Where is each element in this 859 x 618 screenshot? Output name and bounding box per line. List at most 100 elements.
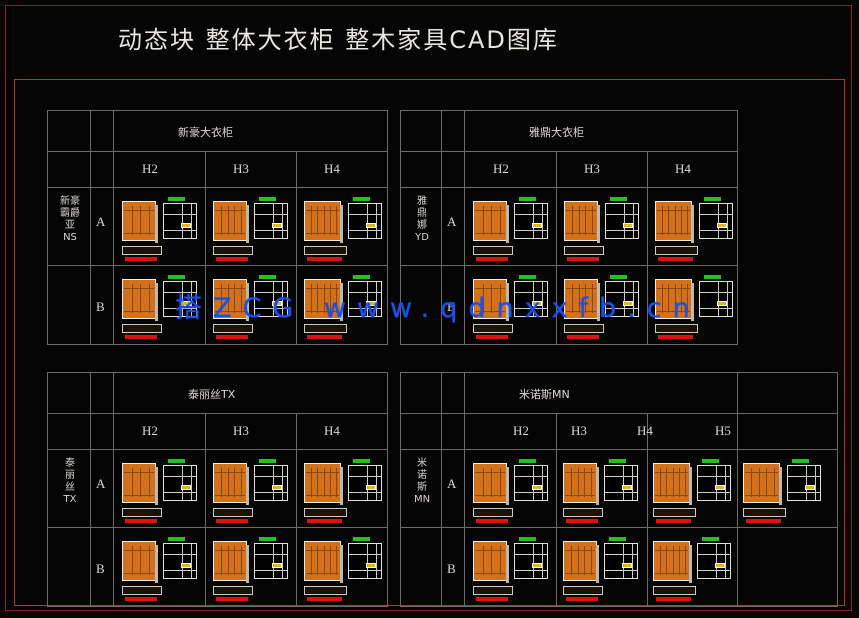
wardrobe-drawing[interactable] — [302, 271, 387, 343]
wardrobe-drawing[interactable] — [120, 271, 205, 343]
row-label-a: A — [96, 476, 106, 491]
wardrobe-drawing[interactable] — [561, 533, 645, 605]
door-rail — [124, 232, 154, 234]
door-divider — [228, 467, 229, 497]
column-header-h4: H4 — [637, 423, 653, 438]
shelf-line — [255, 292, 287, 293]
wardrobe-elevation — [213, 463, 249, 505]
wardrobe-interior-wireframe — [514, 281, 548, 317]
wardrobe-drawing[interactable] — [302, 533, 387, 605]
partition-line — [632, 466, 633, 500]
green-label-bar — [353, 459, 370, 463]
green-label-bar — [168, 537, 185, 541]
door-divider — [324, 283, 325, 313]
partition-line — [633, 204, 634, 238]
grid-line — [401, 527, 837, 528]
green-label-bar — [519, 537, 536, 541]
door-rail — [124, 550, 154, 552]
wardrobe-drawing[interactable] — [562, 271, 647, 343]
wardrobe-drawing[interactable] — [211, 533, 296, 605]
wardrobe-plan-view — [304, 324, 347, 333]
wardrobe-elevation — [473, 463, 509, 505]
door-rail — [306, 550, 339, 552]
shelf-line — [515, 570, 547, 571]
wardrobe-drawing[interactable] — [120, 455, 205, 527]
wardrobe-interior-wireframe — [604, 543, 638, 579]
door-rail — [565, 572, 595, 574]
yellow-note-tag — [717, 301, 727, 306]
column-header-h2: H2 — [493, 161, 509, 176]
wardrobe-drawing[interactable] — [651, 455, 735, 527]
wardrobe-plan-view — [653, 586, 696, 595]
partition-line — [623, 544, 624, 578]
elevation-shadow — [597, 283, 600, 321]
green-label-bar — [704, 275, 721, 279]
wardrobe-drawing[interactable] — [120, 533, 205, 605]
red-dimension-line — [658, 335, 693, 339]
door-rail — [475, 232, 505, 234]
partition-line — [376, 466, 377, 500]
wardrobe-drawing[interactable] — [302, 455, 387, 527]
wardrobe-drawing[interactable] — [211, 455, 296, 527]
shelf-line — [164, 570, 196, 571]
yellow-note-tag — [532, 563, 542, 568]
wardrobe-drawing[interactable] — [120, 193, 205, 265]
shelf-line — [515, 308, 547, 309]
wardrobe-drawing[interactable] — [471, 271, 556, 343]
door-divider — [330, 283, 331, 313]
partition-line — [191, 204, 192, 238]
wardrobe-drawing[interactable] — [653, 193, 738, 265]
wardrobe-elevation — [213, 201, 249, 243]
door-rail — [215, 572, 245, 574]
shelf-line — [698, 570, 730, 571]
red-dimension-line — [656, 597, 691, 601]
grid-line — [401, 413, 837, 414]
wardrobe-drawing[interactable] — [211, 193, 296, 265]
door-divider — [221, 467, 222, 497]
red-dimension-line — [567, 257, 599, 261]
wardrobe-plan-view — [122, 586, 162, 595]
door-rail — [215, 210, 245, 212]
door-divider — [221, 283, 222, 313]
door-divider — [584, 467, 585, 497]
wardrobe-drawing[interactable] — [471, 455, 555, 527]
door-divider — [571, 545, 572, 575]
wardrobe-interior-wireframe — [697, 543, 731, 579]
side-label-ns: 新豪 霸爵 亚 NS — [60, 196, 80, 243]
wardrobe-drawing[interactable] — [653, 271, 738, 343]
door-rail — [306, 232, 339, 234]
door-divider — [759, 467, 760, 497]
green-label-bar — [792, 459, 809, 463]
door-divider — [660, 467, 661, 497]
wardrobe-drawing[interactable] — [471, 533, 555, 605]
grid-line — [48, 449, 387, 450]
green-label-bar — [353, 275, 370, 279]
wardrobe-drawing[interactable] — [741, 455, 825, 527]
wardrobe-drawing[interactable] — [561, 455, 645, 527]
wardrobe-drawing[interactable] — [562, 193, 647, 265]
wardrobe-plan-view — [473, 324, 513, 333]
elevation-shadow — [246, 467, 249, 505]
wardrobe-interior-wireframe — [697, 465, 731, 501]
shelf-line — [255, 308, 287, 309]
grid-line — [441, 111, 442, 344]
shelf-line — [349, 292, 381, 293]
wardrobe-drawing[interactable] — [651, 533, 735, 605]
door-rail — [215, 472, 245, 474]
door-divider — [578, 467, 579, 497]
partition-line — [542, 466, 543, 500]
door-rail — [745, 494, 778, 496]
door-rail — [655, 494, 688, 496]
red-dimension-line — [216, 597, 248, 601]
wardrobe-drawing[interactable] — [302, 193, 387, 265]
door-divider — [234, 545, 235, 575]
wardrobe-drawing[interactable] — [211, 271, 296, 343]
grid-line — [556, 151, 557, 344]
wardrobe-drawing[interactable] — [471, 193, 556, 265]
red-dimension-line — [307, 519, 342, 523]
yellow-note-tag — [366, 301, 376, 306]
red-dimension-line — [216, 257, 248, 261]
door-divider — [579, 205, 580, 235]
wardrobe-elevation — [564, 201, 600, 243]
elevation-shadow — [340, 467, 343, 505]
